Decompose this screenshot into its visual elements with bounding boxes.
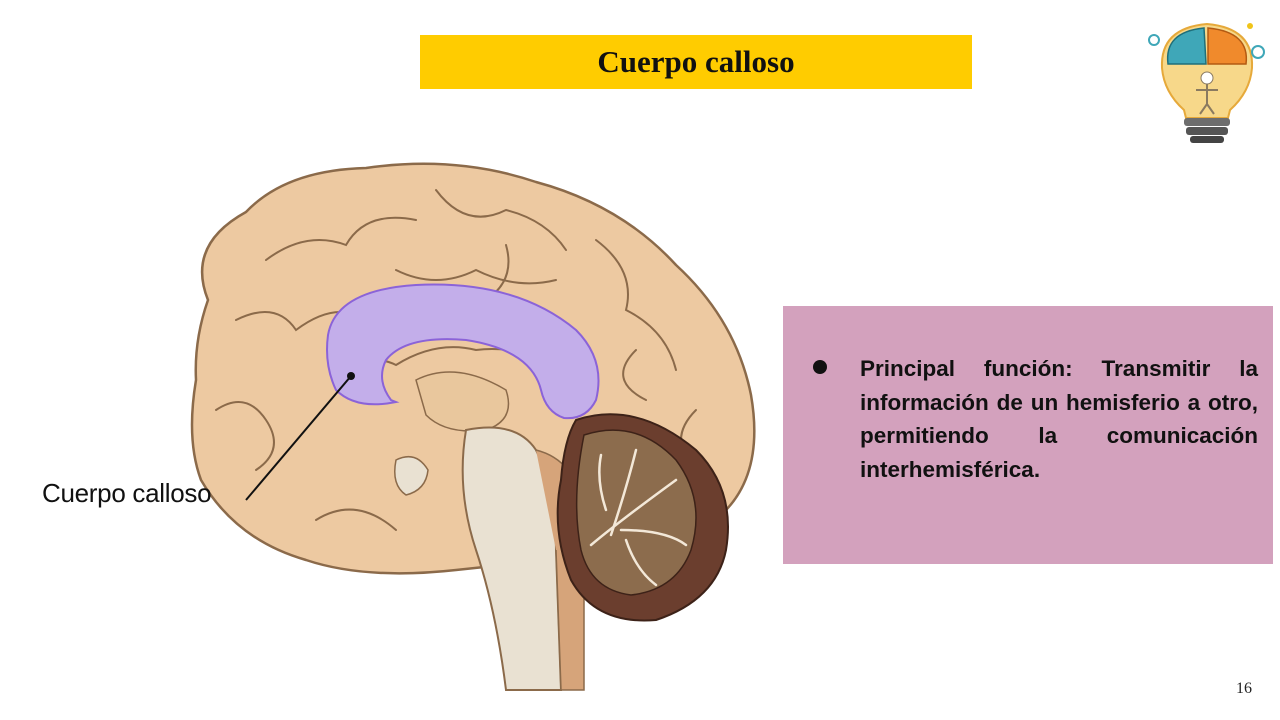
info-text: Principal función: Transmitir la informa…	[860, 356, 1258, 482]
diagram-label-cuerpo-calloso: Cuerpo calloso	[42, 478, 212, 508]
corpus-callosum-shape	[326, 283, 600, 420]
brainstem-shape	[461, 426, 563, 691]
brain-sagittal-diagram	[36, 150, 776, 695]
slide-title: Cuerpo calloso	[597, 44, 795, 79]
bullet-dot-icon	[813, 360, 827, 374]
info-box	[783, 306, 1273, 564]
page-number: 16	[1236, 680, 1252, 697]
title-banner: Cuerpo calloso	[420, 35, 972, 89]
pointer-dot-icon	[347, 372, 355, 380]
lightbulb-brain-logo-icon	[1138, 6, 1276, 172]
